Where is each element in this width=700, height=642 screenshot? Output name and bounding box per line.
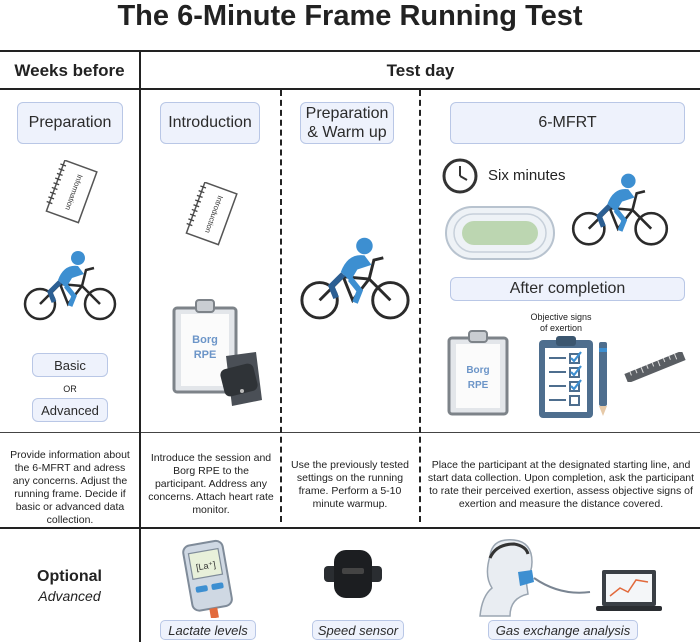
header-test-day: Test day: [386, 61, 455, 80]
phase-preparation: Preparation: [17, 102, 123, 144]
phase-prep-warmup: Preparation & Warm up: [300, 102, 394, 144]
speed-sensor-icon: [324, 550, 382, 598]
description-weeks-before: Provide information about the 6-MFRT and…: [10, 449, 130, 526]
phase-preparation-label: Preparation: [28, 114, 112, 131]
heart-rate-watch-icon: [220, 352, 262, 406]
basic-option-label: Basic: [54, 357, 86, 373]
description-test: Place the participant at the designated …: [427, 459, 695, 510]
test-bike-icon: [571, 173, 669, 246]
borg-rpe-clipboard-2-icon: Borg RPE: [447, 330, 509, 416]
header-weeks-before: Weeks before: [14, 61, 125, 80]
phase-after-completion: After completion: [450, 277, 685, 301]
rpe-label-2: RPE: [468, 380, 489, 391]
phase-6mfrt: 6-MFRT: [450, 102, 685, 144]
gas-exchange-label-box: Gas exchange analysis: [488, 620, 638, 640]
header-divider: [0, 88, 700, 90]
gas-exchange-label: Gas exchange analysis: [495, 622, 631, 638]
optional-divider: [0, 527, 700, 529]
or-label: OR: [63, 384, 77, 394]
weeks-testday-divider: [139, 50, 141, 642]
checklist-icon: [539, 336, 593, 418]
phase-introduction: Introduction: [160, 102, 260, 144]
clock-icon: [442, 158, 478, 194]
phase-prep-warmup-label-1: Preparation: [305, 105, 389, 122]
advanced-option-label: Advanced: [41, 402, 99, 418]
borg-label-2: Borg: [466, 365, 489, 376]
basic-option-box: Basic: [32, 353, 108, 377]
speed-sensor-label: Speed sensor: [317, 622, 399, 638]
information-notebook-icon: Information: [45, 160, 98, 224]
dashed-divider-1: [280, 90, 282, 522]
pen-icon: [599, 342, 607, 416]
borg-rpe-clipboard-icon: Borg RPE: [172, 299, 262, 406]
running-track-icon: [445, 206, 555, 260]
phase-after-completion-label: After completion: [509, 280, 626, 297]
gas-exchange-icon: [479, 539, 662, 617]
page-title: The 6-Minute Frame Running Test: [117, 0, 583, 32]
borg-label-1: Borg: [192, 334, 218, 346]
phase-6mfrt-label: 6-MFRT: [538, 114, 597, 131]
advanced-option-box: Advanced: [32, 398, 108, 422]
six-minutes-label: Six minutes: [488, 167, 566, 184]
lactate-levels-label: Lactate levels: [168, 622, 248, 638]
objective-signs-label: Objective signs of exertion: [518, 312, 604, 334]
ruler-icon: [624, 352, 686, 382]
description-divider: [0, 432, 700, 433]
lactate-levels-label-box: Lactate levels: [160, 620, 256, 640]
phase-introduction-label: Introduction: [168, 114, 252, 131]
phase-prep-warmup-label-2: & Warm up: [307, 124, 387, 141]
top-divider: [0, 50, 700, 52]
optional-title: Optional: [37, 568, 102, 585]
introduction-notebook-icon: Introduction: [185, 182, 238, 246]
warmup-bike-icon: [300, 237, 410, 320]
optional-subtitle: Advanced: [38, 588, 101, 604]
speed-sensor-label-box: Speed sensor: [312, 620, 404, 640]
lactate-meter-text: [La⁺]: [195, 559, 216, 572]
description-introduction: Introduce the session and Borg RPE to th…: [148, 452, 274, 516]
description-warmup: Use the previously tested settings on th…: [291, 459, 409, 510]
objective-signs-line-1: Objective signs: [530, 312, 592, 322]
rpe-label-1: RPE: [194, 349, 217, 361]
lactate-meter-icon: [La⁺]: [182, 539, 233, 618]
running-frame-bike-icon: [23, 251, 117, 321]
objective-signs-line-2: of exertion: [539, 323, 583, 333]
dashed-divider-2: [419, 90, 421, 522]
